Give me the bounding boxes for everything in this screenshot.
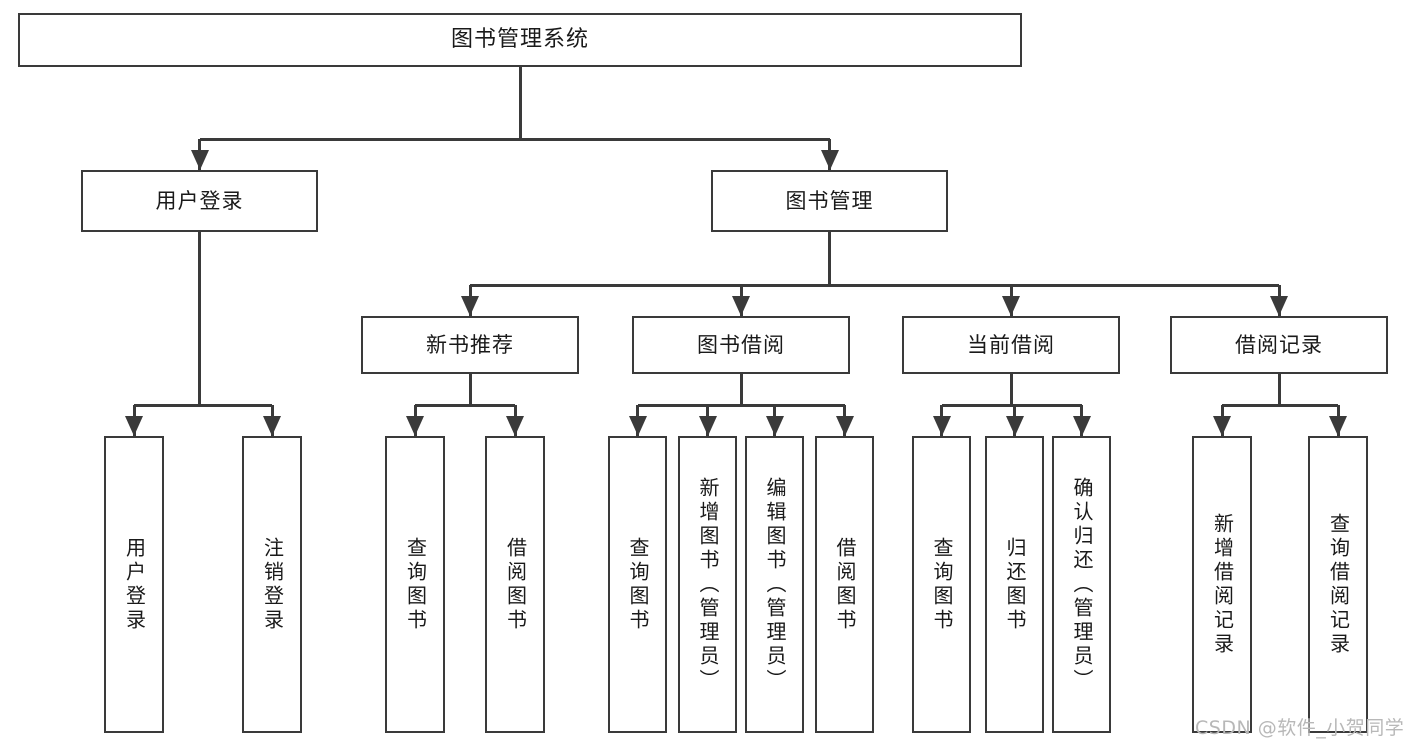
arrowhead-icon <box>1072 416 1091 436</box>
node-leaf-user-login[interactable]: 用户登录 <box>104 436 164 733</box>
arrowhead-icon <box>765 416 784 436</box>
node-label: 注销登录 <box>260 536 285 633</box>
arrowhead-icon <box>932 416 951 436</box>
connector-trunk <box>468 374 472 405</box>
arrowhead-icon <box>1270 296 1288 316</box>
connector-trunk <box>1009 374 1013 405</box>
arrowhead-icon <box>1329 416 1347 436</box>
node-new-book-rec[interactable]: 新书推荐 <box>361 316 579 374</box>
node-leaf-bl-add[interactable]: 新增借阅记录 <box>1192 436 1252 733</box>
arrowhead-icon <box>628 416 647 436</box>
connector-trunk <box>828 232 831 285</box>
connector-bus <box>1222 403 1338 407</box>
node-label: 用户登录 <box>155 188 244 213</box>
node-label: 图书管理系统 <box>450 27 589 53</box>
node-user-login[interactable]: 用户登录 <box>81 170 318 232</box>
node-book-borrow[interactable]: 图书借阅 <box>632 316 850 374</box>
connector-bus <box>199 137 830 141</box>
connector-trunk <box>1277 374 1281 405</box>
arrowhead-icon <box>1002 296 1020 316</box>
node-leaf-bb-add[interactable]: 新增图书（管理员） <box>678 436 737 733</box>
connector-bus <box>941 403 1082 407</box>
node-leaf-cb-query[interactable]: 查询图书 <box>912 436 971 733</box>
node-label: 借阅图书 <box>503 536 528 633</box>
arrowhead-icon <box>1005 416 1024 436</box>
node-label: 图书借阅 <box>697 332 785 357</box>
node-leaf-cb-confirm[interactable]: 确认归还（管理员） <box>1052 436 1111 733</box>
node-label: 查询图书 <box>930 536 954 633</box>
connector-bus <box>470 283 1279 287</box>
node-label: 借阅图书 <box>833 536 857 633</box>
arrowhead-icon <box>125 416 143 436</box>
connector-trunk <box>739 374 743 405</box>
arrowhead-icon <box>835 416 854 436</box>
node-leaf-bb-edit[interactable]: 编辑图书（管理员） <box>745 436 804 733</box>
arrowhead-icon <box>406 416 424 436</box>
node-book-admin[interactable]: 图书管理 <box>711 170 948 232</box>
arrowhead-icon <box>1213 416 1231 436</box>
connector-bus <box>134 403 272 407</box>
node-label: 查询图书 <box>403 536 428 633</box>
connector-trunk <box>518 67 522 139</box>
node-label: 新书推荐 <box>426 332 514 357</box>
node-label: 借阅记录 <box>1235 332 1323 357</box>
arrowhead-icon <box>698 416 717 436</box>
node-label: 查询借阅记录 <box>1326 512 1351 657</box>
arrowhead-icon <box>263 416 281 436</box>
node-leaf-bb-borrow[interactable]: 借阅图书 <box>815 436 874 733</box>
node-leaf-rec-query[interactable]: 查询图书 <box>385 436 445 733</box>
node-leaf-bb-query[interactable]: 查询图书 <box>608 436 667 733</box>
node-root[interactable]: 图书管理系统 <box>18 13 1022 67</box>
node-label: 查询图书 <box>626 536 650 633</box>
node-label: 新增借阅记录 <box>1210 512 1235 657</box>
arrowhead-icon <box>820 150 839 170</box>
node-borrow-log[interactable]: 借阅记录 <box>1170 316 1388 374</box>
node-label: 确认归还（管理员） <box>1070 476 1094 693</box>
arrowhead-icon <box>732 296 750 316</box>
arrowhead-icon <box>190 150 209 170</box>
node-leaf-bl-query[interactable]: 查询借阅记录 <box>1308 436 1368 733</box>
node-leaf-user-logout[interactable]: 注销登录 <box>242 436 302 733</box>
connector-bus <box>637 403 845 407</box>
arrowhead-icon <box>506 416 524 436</box>
node-label: 图书管理 <box>785 188 874 213</box>
node-leaf-rec-borrow[interactable]: 借阅图书 <box>485 436 545 733</box>
node-cur-borrow[interactable]: 当前借阅 <box>902 316 1120 374</box>
connector-bus <box>415 403 515 407</box>
connector-trunk <box>198 232 201 405</box>
arrowhead-icon <box>461 296 479 316</box>
node-label: 编辑图书（管理员） <box>763 476 787 693</box>
node-label: 用户登录 <box>122 536 147 633</box>
node-label: 当前借阅 <box>967 332 1055 357</box>
node-label: 归还图书 <box>1003 536 1027 633</box>
node-label: 新增图书（管理员） <box>696 476 720 693</box>
node-leaf-cb-return[interactable]: 归还图书 <box>985 436 1044 733</box>
